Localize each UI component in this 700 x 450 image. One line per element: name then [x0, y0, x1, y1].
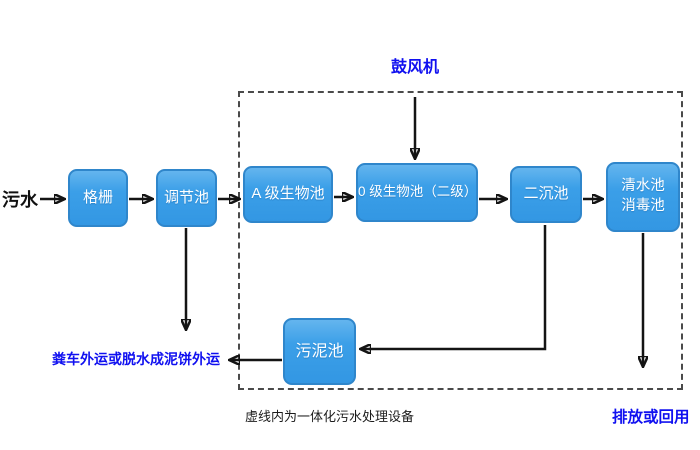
node-grid-label: 格栅 [82, 188, 113, 206]
node-regulating-tank-label: 调节池 [163, 188, 209, 206]
node-o-grade-bio-tank: 0 级生物池（二级） [356, 163, 478, 222]
node-o-grade-bio-tank-label: 0 级生物池（二级） [358, 184, 478, 200]
label-sewage-inflow: 污水 [2, 190, 38, 210]
label-sludge-disposal: 粪车外运或脱水成泥饼外运 [52, 351, 220, 367]
label-blower: 鼓风机 [391, 59, 440, 76]
node-grid: 格栅 [68, 169, 128, 227]
node-secondary-sedimentation-tank: 二沉池 [510, 166, 582, 223]
node-clearwater-disinfection-tank: 清水池 消毒池 [606, 162, 680, 232]
node-regulating-tank: 调节池 [156, 169, 217, 227]
arrow-secsed-to-sludge [361, 225, 547, 349]
node-sludge-tank-label: 污泥池 [295, 342, 344, 360]
node-clearwater-label-line1: 清水池 [621, 178, 665, 195]
node-clearwater-label-line2: 消毒池 [621, 198, 665, 214]
label-discharge-or-reuse: 排放或回用 [612, 409, 690, 426]
integrated-equipment-boundary [238, 91, 683, 390]
node-secondary-sedimentation-tank-label: 二沉池 [523, 185, 569, 203]
label-boundary-note: 虚线内为一体化污水处理设备 [245, 409, 415, 424]
node-sludge-tank: 污泥池 [283, 318, 356, 385]
node-a-grade-bio-tank: A 级生物池 [243, 166, 333, 223]
node-a-grade-bio-tank-label: A 级生物池 [251, 185, 325, 203]
